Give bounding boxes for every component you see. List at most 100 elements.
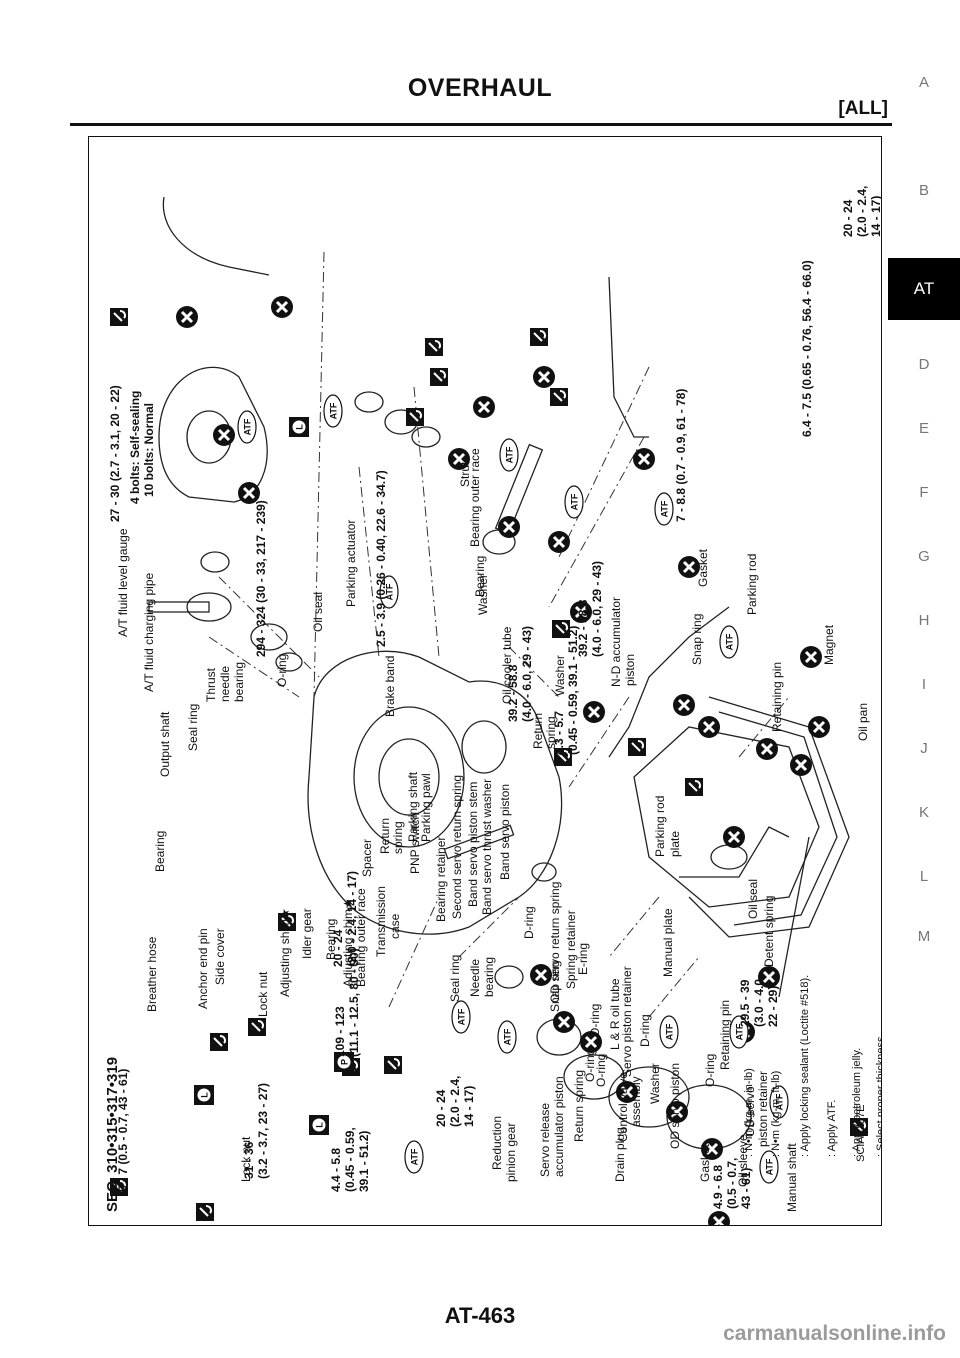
apply-atf-mark-text: ATF <box>725 633 735 650</box>
apply-atf-mark: ATF <box>769 1085 789 1119</box>
part-label: Parking actuator <box>344 520 358 607</box>
replace-part-mark <box>633 448 655 470</box>
section-tab-a[interactable]: A <box>918 74 929 91</box>
page-subtitle: [ALL] <box>838 98 888 119</box>
torque-spec: 6.4 - 7.5 (0.65 - 0.76, 56.4 - 66.0) <box>800 260 814 437</box>
replace-part-mark-cross <box>552 535 566 549</box>
part-label: Manual plate <box>661 908 675 977</box>
band-servo-stem-drawing <box>443 824 515 860</box>
apply-atf-mark: ATF <box>323 394 343 428</box>
leader-line <box>608 896 660 958</box>
replace-part-mark-cross <box>712 1215 726 1225</box>
replace-part-mark-cross <box>452 452 466 466</box>
torque-wrench-icon-glyph <box>553 390 566 402</box>
part-label: Spacer <box>360 839 374 877</box>
torque-spec: (2.0 - 2.4, <box>448 1076 462 1127</box>
torque-spec: (0.5 - 0.7, <box>725 1158 739 1209</box>
part-label: Parking rod <box>745 554 759 615</box>
part-label: OD servo return spring <box>548 882 562 1003</box>
section-tab-g[interactable]: G <box>918 548 930 565</box>
part-label: A/T fluid charging pipe <box>142 572 156 692</box>
section-tab-h[interactable]: H <box>918 612 930 629</box>
part-label: Snap ring <box>548 961 562 1012</box>
part-label: Bearing retainer <box>434 837 448 922</box>
leader-line <box>548 436 645 608</box>
apply-atf-mark-outline <box>497 1020 517 1054</box>
section-tab-j[interactable]: J <box>920 740 928 757</box>
replace-part-mark-cross <box>587 705 601 719</box>
torque-spec: (0.45 - 0.59, 39.1 - 51.2) <box>566 626 580 755</box>
replace-part-mark <box>473 396 495 418</box>
torque-spec: 4 bolts: Self-sealing <box>128 391 142 504</box>
l-r-oil-tube-drawing <box>608 276 649 438</box>
section-tab-k[interactable]: K <box>918 804 929 821</box>
replace-part-mark <box>238 482 260 504</box>
torque-wrench-icon-glyph <box>433 370 446 382</box>
replace-part-mark <box>666 1101 688 1123</box>
torque-wrench-icon-glyph <box>251 1020 264 1032</box>
torque-spec: 43 - 61) <box>739 1168 753 1209</box>
apply-atf-mark-text: ATF <box>665 1023 675 1040</box>
bearing-retainer-drawing <box>354 391 384 413</box>
torque-wrench-icon <box>554 748 572 766</box>
replace-part-mark-cross <box>534 968 548 982</box>
replace-part-mark-cross <box>502 520 516 534</box>
replace-part-mark <box>790 754 812 776</box>
part-label: plate <box>668 831 682 857</box>
replace-part-mark-cross <box>812 720 826 734</box>
part-label: Control valve <box>616 1072 630 1142</box>
part-label: bearing <box>482 957 496 997</box>
replace-part-mark-cross <box>477 400 491 414</box>
section-tab-e[interactable]: E <box>918 420 929 437</box>
section-number: SEC. 310•315•317•319 <box>104 1057 121 1212</box>
band-servo-piston-drawing <box>494 965 524 989</box>
part-label: Bearing <box>324 919 338 960</box>
part-label: Snap ring <box>690 614 704 665</box>
section-tab-m[interactable]: M <box>917 928 931 945</box>
part-label: piston retainer <box>756 1071 770 1147</box>
leader-line <box>508 646 560 698</box>
apply-atf-mark-text: ATF <box>765 1158 775 1175</box>
petroleum-jelly-icon: P <box>334 1052 354 1072</box>
section-tab-i[interactable]: I <box>921 676 927 693</box>
apply-atf-mark-outline <box>564 485 584 519</box>
section-tab-f[interactable]: F <box>919 484 929 501</box>
od-servo-gasket-drawing <box>608 1066 690 1128</box>
section-tab-d[interactable]: D <box>918 356 930 373</box>
manual-plate-drawing <box>710 844 748 870</box>
part-label: Servo piston retainer <box>620 966 634 1077</box>
part-label: Band servo thrust washer <box>480 779 494 915</box>
part-label: E-ring <box>576 943 590 975</box>
part-label: spring <box>391 821 405 854</box>
apply-atf-mark-text: ATF <box>660 500 670 517</box>
replace-part-mark-cross <box>620 1085 634 1099</box>
adjusting-shim-drawing <box>275 652 303 672</box>
leader-line <box>313 251 325 698</box>
torque-spec: (4.0 - 6.0, 29 - 43) <box>590 561 604 657</box>
apply-atf-mark-outline <box>451 1000 471 1034</box>
torque-wrench-icon <box>425 338 443 356</box>
torque-spec: 29.5 - 39 <box>738 979 752 1027</box>
watermark-text: carmanualsonline.info <box>723 1322 946 1345</box>
part-label: Seal ring <box>448 955 462 1002</box>
part-label: O-ring <box>594 1054 608 1087</box>
replace-part-mark <box>570 601 592 623</box>
apply-atf-mark: ATF <box>497 1020 517 1054</box>
part-label: Bearing <box>153 831 167 872</box>
locking-sealant-icon-dot <box>197 1088 211 1102</box>
section-tab-at[interactable]: AT <box>888 258 960 320</box>
replace-part-mark-cross <box>180 310 194 324</box>
apply-atf-mark-outline <box>659 1015 679 1049</box>
apply-atf-mark: ATF <box>404 1140 424 1174</box>
apply-atf-mark: ATF <box>379 575 399 609</box>
replace-part-mark-cross <box>702 720 716 734</box>
leader-line <box>413 386 440 658</box>
section-tab-l[interactable]: L <box>919 868 929 885</box>
replace-part-mark <box>701 1138 723 1160</box>
case-bore-drawing <box>353 706 465 848</box>
section-tab-b[interactable]: B <box>918 182 929 199</box>
replace-part-mark-cross <box>637 452 651 466</box>
apply-atf-mark-outline <box>323 394 343 428</box>
replace-part-mark <box>176 306 198 328</box>
apply-atf-mark-outline <box>404 1140 424 1174</box>
